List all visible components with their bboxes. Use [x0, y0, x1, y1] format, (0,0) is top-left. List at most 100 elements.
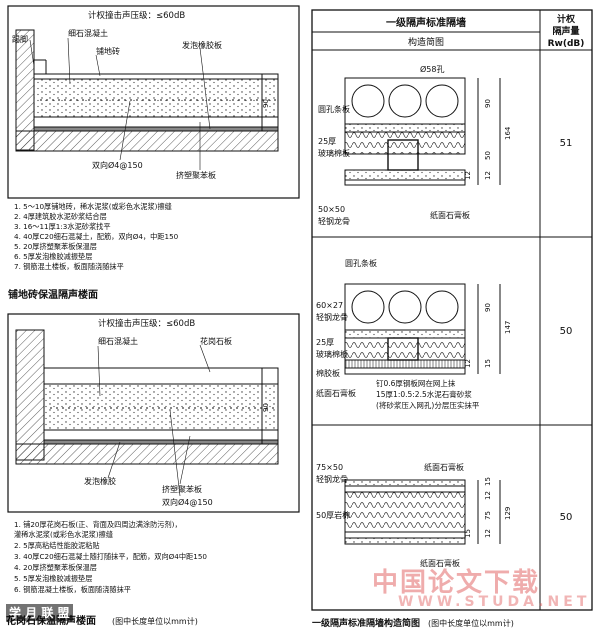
label-glass-wool: 玻璃棉板	[318, 148, 350, 158]
note-line: 6. 5厚发泡橡胶减振垫层	[14, 252, 92, 261]
label-foam-rubber: 发泡橡胶	[84, 476, 116, 486]
concrete-layer	[43, 383, 279, 431]
label-stud-size: 60×27	[316, 301, 343, 310]
wall-row-3-drawing	[344, 479, 501, 545]
label-gypsum-board: 纸面石膏板	[430, 210, 470, 220]
dimension-90-top: 90	[262, 99, 270, 108]
note-line: 1. 铺20厚花岗石板(正、背面及四周边满涂防污剂)，	[14, 520, 182, 529]
label-rebar: 双向Ø4@150	[162, 497, 213, 507]
label-hole: Ø58孔	[420, 64, 444, 74]
label-mortar-note: 15厚1:0.5:2.5水泥石膏砂浆	[376, 389, 472, 399]
label-hollow-panel: 圆孔条板	[345, 258, 377, 268]
caption-wall: 一级隔声标准隔墙构造简图	[312, 617, 420, 629]
dim-15: 15	[464, 529, 472, 538]
detail-frame	[7, 313, 300, 513]
label-cotton-board: 棉胶板	[316, 368, 340, 378]
wall-row-1-drawing	[344, 77, 501, 186]
label-gypsum-board: 纸面石膏板	[316, 388, 356, 398]
label-xps: 挤塑聚苯板	[162, 484, 202, 494]
xps-board	[43, 429, 279, 441]
note-line: 2. 4厚建筑胶水泥砂浆结合层	[14, 212, 107, 221]
dim-12: 12	[484, 529, 492, 538]
granite-layer	[43, 367, 279, 385]
label-xps: 挤塑聚苯板	[176, 170, 216, 180]
label-steel-stud: 轻钢龙骨	[316, 474, 348, 484]
label-steel-stud: 轻钢龙骨	[316, 312, 348, 322]
note-line: 5. 5厚发泡橡胶减振垫层	[14, 574, 92, 583]
caption-unit-note: (图中长度单位以mm计)	[112, 616, 198, 626]
floor-detail-tile	[7, 5, 300, 199]
rating-value-1: 51	[560, 138, 573, 149]
label-stud-size: 75×50	[316, 463, 343, 472]
caption-tile-floor: 铺地砖保温隔声楼面	[8, 288, 98, 301]
note-line: 3. 16～11厚1:3水泥砂浆找平	[14, 222, 111, 231]
concrete-layer	[33, 78, 279, 118]
watermark-corner: 学 月 联 盟	[6, 604, 73, 621]
rating-header-1: 计权	[557, 13, 576, 25]
rating-value-3: 50	[560, 512, 573, 523]
label-foam-rubber: 发泡橡胶板	[182, 40, 222, 50]
label-fine-concrete: 细石混凝土	[68, 28, 108, 38]
label-press-note: (将砂浆压入网孔)分层压实抹平	[376, 400, 480, 410]
slab-hatch	[15, 443, 279, 465]
label-rebar: 双向Ø4@150	[92, 160, 143, 170]
impact-rating-1: 计权撞击声压级：≤60dB	[88, 10, 185, 21]
rubber-pad	[33, 126, 279, 132]
dim-12: 12	[484, 491, 492, 500]
rating-header-3: Rw(dB)	[548, 39, 585, 49]
label-glass-wool: 玻璃棉板	[316, 349, 348, 359]
note-line: 4. 40厚C20细石混凝土，配筋，双向Ø4，中距150	[14, 232, 179, 241]
label-rock-wool: 50厚岩棉	[316, 510, 350, 520]
label-stud-size: 50×50	[318, 205, 345, 214]
note-line: 灌稀水泥浆(或彩色水泥浆)擦缝	[14, 530, 113, 539]
detail-frame	[7, 5, 300, 199]
xps-board	[33, 116, 279, 128]
dim-15: 15	[484, 477, 492, 486]
table-subtitle: 构造简图	[408, 36, 444, 48]
label-thickness: 25厚	[318, 137, 336, 146]
dim-50: 50	[484, 151, 492, 160]
note-line: 5. 20厚挤塑聚苯板保温层	[14, 242, 97, 251]
label-mesh-note: 钉0.6厚钢板网在网上抹	[376, 378, 456, 388]
dimension-90-bottom: 90	[262, 403, 270, 412]
dim-12: 12	[484, 171, 492, 180]
note-line: 6. 钢筋混凝土楼板，板面随浇随抹平	[14, 585, 131, 594]
rating-value-2: 50	[560, 326, 573, 337]
table-frame	[311, 9, 593, 611]
label-thickness: 25厚	[316, 338, 334, 347]
label-floor-tile: 铺地砖	[96, 46, 120, 56]
label-gypsum-board: 纸面石膏板	[424, 462, 464, 472]
wall-hatch	[15, 329, 45, 461]
wall-table	[311, 9, 593, 611]
watermark-cn: 中国论文下载	[372, 568, 541, 598]
dim-164: 164	[504, 126, 512, 140]
wall-row-2-drawing	[344, 283, 501, 375]
dim-90: 90	[484, 99, 492, 108]
caption-unit-note: (图中长度单位以mm计)	[428, 618, 514, 628]
rubber-pad	[43, 439, 279, 445]
note-line: 1. 5～10厚铺地砖，稀水泥浆(或彩色水泥浆)擦缝	[14, 202, 172, 211]
table-title: 一级隔声标准隔墙	[386, 16, 466, 29]
label-skirting: 踢脚	[12, 34, 28, 44]
label-hollow-panel: 圆孔条板	[318, 104, 350, 114]
dim-147: 147	[504, 321, 512, 334]
note-line: 4. 20厚挤塑聚苯板保温层	[14, 563, 97, 572]
dim-12: 12	[464, 359, 472, 368]
note-line: 3. 40厚C20细石混凝土随打随抹平，配筋，双向Ø4中距150	[14, 552, 207, 561]
dim-15: 15	[484, 359, 492, 368]
dim-90: 90	[484, 303, 492, 312]
dim-129: 129	[504, 507, 512, 520]
label-gypsum-board: 纸面石膏板	[420, 558, 460, 568]
tile-layer	[33, 73, 279, 80]
rating-header-2: 隔声量	[552, 25, 579, 37]
note-line: 7. 钢筋混土楼板，板面随浇随抹平	[14, 262, 124, 271]
dim-12: 12	[464, 171, 472, 180]
note-line: 2. 5厚高粘结性能胶泥粘贴	[14, 541, 100, 550]
impact-rating-2: 计权撞击声压级：≤60dB	[98, 318, 195, 329]
dim-75: 75	[484, 511, 492, 520]
label-steel-stud: 轻钢龙骨	[318, 216, 350, 226]
slab-hatch	[15, 130, 279, 152]
floor-detail-granite	[7, 313, 300, 513]
label-fine-concrete: 细石混凝土	[98, 336, 138, 346]
